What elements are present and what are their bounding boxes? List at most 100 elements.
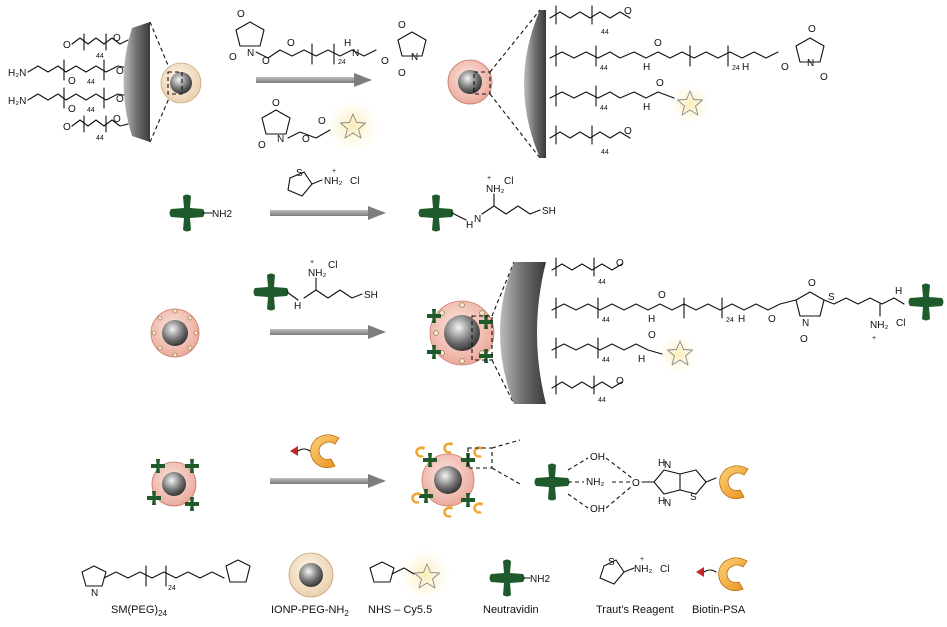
o-ester-nhs: O (302, 134, 310, 145)
o-nhs-bottom: O (258, 140, 266, 151)
peg-repeat-label-3: 44 (87, 107, 95, 114)
o-atom-5: O (116, 94, 124, 105)
o-nhs-top: O (272, 98, 280, 109)
amine-terminus-2: H₂N (8, 96, 26, 107)
o-p2-2: O (768, 314, 776, 325)
plus-row3: + (310, 259, 314, 266)
nhs-cy55-structure-top: O O N O O (258, 98, 380, 153)
neutravidin-icon (908, 283, 944, 321)
ionp-peg-chains: O 44 O H₂N O 44 O H₂N O 44 O O 44 O (8, 33, 129, 142)
o-p1-2: O (781, 62, 789, 73)
n-biotin-2: N (664, 498, 671, 509)
ionp-text: IONP-PEG-NH (271, 604, 344, 616)
peg-repeat-p2-2: 44 (602, 317, 610, 324)
chloride-row3: Cl (328, 260, 337, 271)
o-succinimide-top: O (237, 9, 245, 20)
plus-p2: + (872, 335, 876, 342)
h-p1-3: H (643, 102, 650, 113)
sh-row3: SH (364, 290, 378, 301)
h-biotin-2: H (658, 496, 665, 507)
n-biotin-1: N (664, 460, 671, 471)
psa-antibody-icon (719, 465, 749, 499)
amine-terminus-1: H₂N (8, 68, 26, 79)
psa-antibody-icon (310, 434, 340, 468)
h-row2-product: H (466, 220, 473, 231)
biotin-binding-detail: OH NH₂ OH O H N H N S (534, 452, 749, 515)
o-p1-1: O (654, 38, 662, 49)
h-p2-3: H (895, 286, 902, 297)
ionp-product-1 (447, 9, 546, 159)
reaction-arrow-icon (270, 325, 386, 339)
nanoparticle-icon (147, 459, 199, 511)
o-p1-3: O (656, 78, 664, 89)
ionp-product-3 (411, 439, 521, 518)
legend-ionp: IONP-PEG-NH2 (271, 552, 349, 618)
methoxy-o-bottom: O (63, 122, 71, 133)
peg-repeat-p1-1: 44 (601, 29, 609, 36)
peg-repeat-p1-2: 44 (600, 65, 608, 72)
n-amide-1: N (352, 48, 359, 59)
neutravidin-icon (489, 559, 525, 597)
s-thiolane-legend: S (608, 557, 615, 568)
amidinium-row3: NH₂ (308, 268, 326, 279)
legend-trauts-reagent: S NH₂ + Cl Traut’s Reagent (596, 556, 674, 616)
o-maleimide-p1-bottom: O (820, 72, 828, 83)
o-amide-1: O (381, 56, 389, 67)
neutravidin-icon (169, 194, 205, 232)
product-1-chains: O 44 44 H O 24 H O N O O 44 H O (549, 5, 828, 156)
nh2-tag-legend: NH2 (530, 574, 550, 585)
peg24-p2: 24 (726, 317, 734, 324)
sm-peg-text: SM(PEG) (111, 604, 158, 616)
o-succinimide-bottom: O (229, 52, 237, 63)
iminium-legend: NH₂ (634, 564, 652, 575)
o-succ-p2-bottom: O (800, 334, 808, 345)
o-atom-1: O (113, 33, 121, 44)
o-carbonyl-1: O (287, 38, 295, 49)
sm-peg24-label: SM(PEG)24 (111, 604, 168, 618)
row-1-ionp-activation: O 44 O H₂N O 44 O H₂N O 44 O O 44 O (8, 5, 828, 159)
h-row3-reagent: H (294, 301, 301, 312)
row-3-neutravidin-coupling: H NH₂ + Cl SH (150, 257, 944, 405)
amidinium-row2: NH₂ (486, 184, 504, 195)
neutravidin-icon (253, 273, 289, 311)
ionp-product-2 (427, 261, 546, 405)
neutravidin-label: Neutravidin (483, 604, 539, 616)
nhs-cy55-label: NHS – Cy5.5 (368, 604, 432, 616)
n-succinimide: N (247, 48, 254, 59)
nanoparticle-icon (160, 62, 202, 104)
h-biotin-1: H (658, 458, 665, 469)
oh-bottom: OH (590, 504, 605, 515)
surface-zoom-cone-1 (123, 22, 150, 142)
peg-repeat-p1-3: 44 (600, 105, 608, 112)
o-maleimide-p1-top: O (808, 24, 816, 35)
n-maleimide: N (411, 52, 418, 63)
psa-antibody-icon (718, 557, 748, 591)
peg-repeat-p1-4: 44 (601, 149, 609, 156)
iminium-row2: NH₂ (324, 176, 342, 187)
nanoparticle-icon (150, 308, 200, 358)
neutravidin-icon (534, 463, 570, 501)
s-thiolane-row2: S (296, 168, 303, 179)
n-maleimide-p1: N (807, 58, 814, 69)
peg24-legend: 24 (168, 585, 176, 592)
h-p2-2: H (738, 314, 745, 325)
trauts-reagent-structure-row2: S NH₂ + Cl (287, 168, 359, 197)
row-4-psa-binding: OH NH₂ OH O H N H N S (147, 434, 749, 518)
plus-row2: + (332, 168, 336, 175)
row-2-neutravidin-thiolation: NH2 S NH₂ + Cl H N NH₂ + Cl SH (169, 168, 556, 232)
peg-repeat-label-4: 44 (96, 135, 104, 142)
nh2-tag-row2: NH2 (212, 209, 232, 220)
methoxy-o-p1-b: O (624, 126, 632, 137)
s-biotin: S (690, 492, 697, 503)
ionp-sub: 2 (344, 609, 349, 618)
legend: N 24 SM(PEG)24 IONP-PEG-NH2 NHS – Cy5.5 … (81, 549, 748, 618)
chloride-row2: Cl (350, 176, 359, 187)
n-leg-1: N (91, 588, 98, 599)
sh-row2-product: SH (542, 206, 556, 217)
sm-peg-sub: 24 (158, 609, 167, 618)
legend-nhs-cy55: NHS – Cy5.5 (368, 549, 451, 616)
o-atom-2: O (68, 76, 76, 87)
product-2-chains: O 44 44 H O 24 H O N O O S NH₂ + Cl H 4 (551, 257, 944, 404)
h-amide-1: H (344, 38, 351, 49)
neutravidin-icon (418, 194, 454, 232)
